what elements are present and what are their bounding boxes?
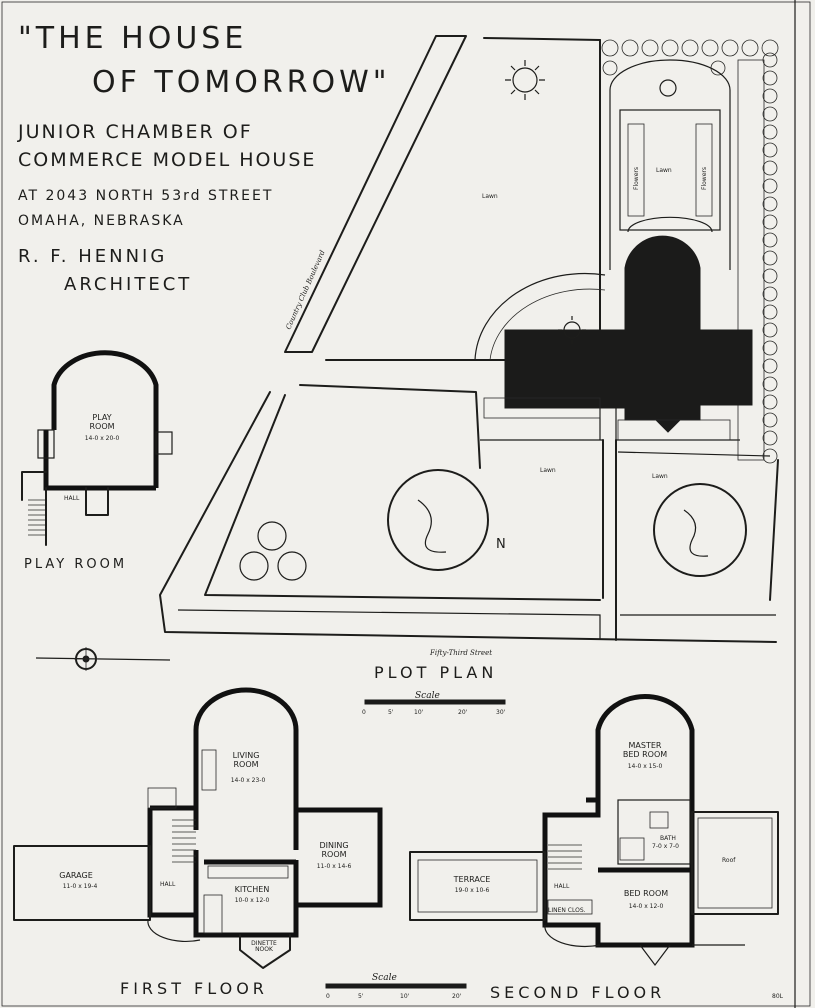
garden-lawn-label: Lawn <box>656 167 672 174</box>
dining-room-dim: 11-0 x 14-6 <box>317 863 352 870</box>
flowers-label-left: Flowers <box>633 167 640 190</box>
svg-text:20': 20' <box>452 993 462 1000</box>
svg-text:10': 10' <box>414 709 424 716</box>
formal-garden: Lawn Flowers Flowers <box>609 59 731 270</box>
living-room-dim: 14-0 x 23-0 <box>231 777 266 784</box>
tree-large-left <box>387 469 489 571</box>
kitchen-name: KITCHEN <box>235 885 270 894</box>
bedroom-dim: 14-0 x 12-0 <box>629 903 664 910</box>
lawn-label-south-east: Lawn <box>652 473 668 480</box>
boulevard-road <box>284 35 467 353</box>
hedge-row-right <box>762 52 778 464</box>
hedge-row-top <box>601 39 779 76</box>
lawn-label-south-west: Lawn <box>540 467 556 474</box>
bath-dim: 7-0 x 7-0 <box>652 843 679 850</box>
second-floor-caption: SECOND FLOOR <box>490 983 665 1002</box>
kitchen-dim: 10-0 x 12-0 <box>235 897 270 904</box>
play-room-arch-wall <box>51 350 159 488</box>
living-room-wall <box>193 687 299 850</box>
master-bedroom-wall <box>595 694 695 820</box>
address-line-1: AT 2043 NORTH 53rd STREET <box>18 188 273 204</box>
play-room-caption: PLAY ROOM <box>24 557 127 572</box>
bath-name: BATH <box>660 835 676 842</box>
svg-text:0: 0 <box>326 993 330 1000</box>
sun-shrub-icon <box>505 60 545 100</box>
address-line-2: OMAHA, NEBRASKA <box>18 213 185 229</box>
svg-text:5': 5' <box>388 709 394 716</box>
first-floor-hall: HALL <box>160 881 176 888</box>
corner-note: 80L <box>772 993 784 1000</box>
north-letter: N <box>496 537 509 552</box>
garage-dim: 11-0 x 19-4 <box>63 883 98 890</box>
first-floor-caption: FIRST FLOOR <box>120 979 268 998</box>
svg-text:30': 30' <box>496 709 506 716</box>
svg-text:Scale: Scale <box>372 973 397 983</box>
roof-outline <box>691 811 779 915</box>
terrace-dim: 19-0 x 10-6 <box>455 887 490 894</box>
dining-room-wall <box>293 807 383 908</box>
boulevard-label: Country Club Boulevard <box>285 249 327 331</box>
svg-text:0: 0 <box>362 709 366 716</box>
compass-icon <box>35 647 171 671</box>
subtitle-line-2: COMMERCE MODEL HOUSE <box>18 149 316 171</box>
street-label: Fifty-Third Street <box>429 649 492 657</box>
master-bedroom-dim: 14-0 x 15-0 <box>628 763 663 770</box>
plot-plan: Country Club Boulevard <box>159 35 779 716</box>
terrace-outline <box>409 851 546 921</box>
linen-closet: LINEN CLOS. <box>548 907 586 914</box>
second-floor-hall: HALL <box>554 883 570 890</box>
house-footprint <box>504 235 753 433</box>
lawn-label-north: Lawn <box>482 193 498 200</box>
svg-text:20': 20' <box>458 709 468 716</box>
garage-wall <box>13 845 151 921</box>
svg-text:Scale: Scale <box>415 691 440 701</box>
tree-large-right <box>653 483 747 577</box>
terrace-name: TERRACE <box>453 875 491 884</box>
title-line-1: "THE HOUSE <box>18 21 247 56</box>
svg-text:5': 5' <box>358 993 364 1000</box>
architect-name: R. F. HENNIG <box>18 246 167 267</box>
planting-strip <box>737 59 765 461</box>
play-room-hall: HALL <box>64 495 80 502</box>
architect-title: ARCHITECT <box>64 274 192 295</box>
garage-name: GARAGE <box>59 871 93 880</box>
first-floor-scale-bar: Scale 0 5' 10' 20' <box>325 973 467 1000</box>
bedroom-name: BED ROOM <box>624 889 668 898</box>
small-shrub-icon <box>558 316 586 344</box>
title-block: "THE HOUSE OF TOMORROW" JUNIOR CHAMBER O… <box>17 21 391 295</box>
tree-cluster <box>239 521 307 581</box>
play-room-dim: 14-0 x 20-0 <box>85 435 120 442</box>
title-line-2: OF TOMORROW" <box>92 65 391 100</box>
roof-label: Roof <box>722 857 736 864</box>
flowers-label-right: Flowers <box>701 167 708 190</box>
svg-text:10': 10' <box>400 993 410 1000</box>
plot-plan-caption: PLOT PLAN <box>374 663 497 682</box>
subtitle-line-1: JUNIOR CHAMBER OF <box>17 121 253 143</box>
plot-plan-scale-bar: Scale 0 5' 10' 20' 30' <box>362 691 506 716</box>
